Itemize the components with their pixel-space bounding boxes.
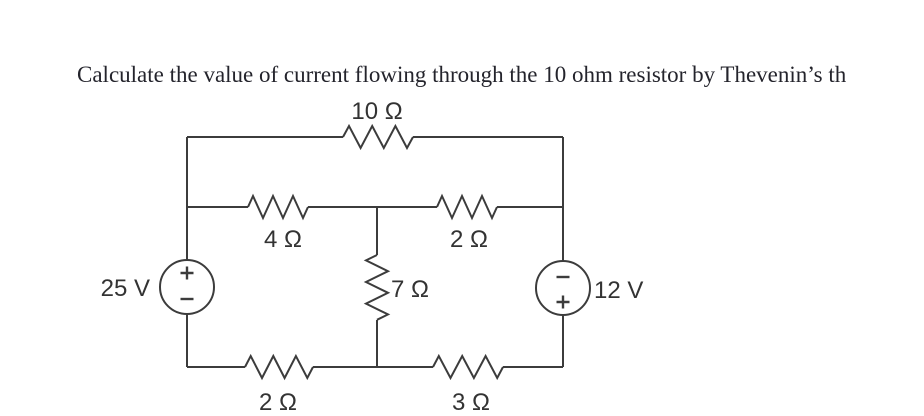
voltage-source-12v-circle bbox=[535, 260, 591, 316]
label-resistor-2ohm-middle: 2 Ω bbox=[450, 226, 488, 253]
label-resistor-10ohm: 10 Ω bbox=[351, 98, 402, 125]
label-resistor-2ohm-bottom: 2 Ω bbox=[259, 389, 297, 416]
resistor-2ohm-bottom bbox=[244, 353, 314, 381]
resistor-7ohm bbox=[363, 254, 391, 321]
voltage-source-25v-circle bbox=[159, 259, 215, 315]
question-text: Calculate the value of current flowing t… bbox=[77, 62, 847, 87]
label-resistor-4ohm: 4 Ω bbox=[264, 226, 302, 253]
plus-icon bbox=[180, 266, 194, 280]
resistor-10ohm bbox=[342, 123, 414, 151]
resistor-3ohm-bottom bbox=[432, 353, 504, 381]
resistor-4ohm bbox=[247, 193, 309, 221]
polarity-marks-group bbox=[180, 266, 570, 309]
plus-icon bbox=[556, 295, 570, 309]
resistor-2ohm-middle bbox=[436, 193, 498, 221]
labels-group: 10 Ω 4 Ω 2 Ω 7 Ω 2 Ω 3 Ω 25 V 12 V bbox=[101, 98, 644, 416]
label-resistor-7ohm: 7 Ω bbox=[391, 276, 429, 303]
label-resistor-3ohm-bottom: 3 Ω bbox=[452, 389, 490, 416]
label-source-12v: 12 V bbox=[594, 277, 643, 304]
wires-group bbox=[159, 123, 591, 381]
label-source-25v: 25 V bbox=[101, 275, 150, 302]
